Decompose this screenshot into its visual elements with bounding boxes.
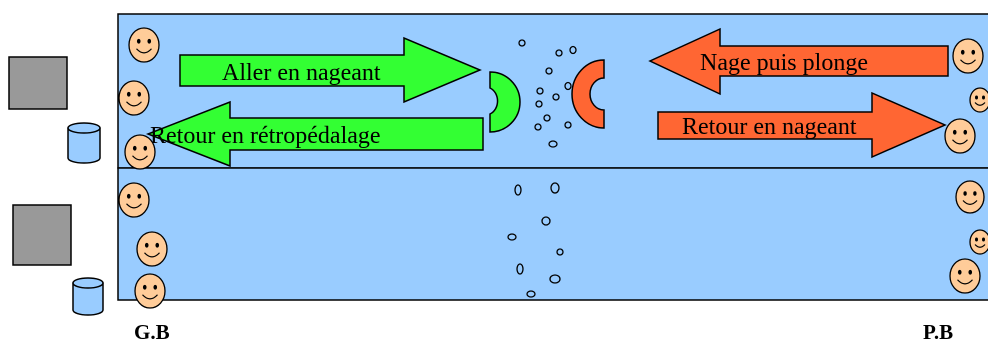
bubble-icon <box>534 123 542 131</box>
arrow-retour-nage-label: Retour en nageant <box>682 114 857 140</box>
smiley-face-icon <box>949 258 981 294</box>
crate-icon <box>12 204 72 266</box>
pool-lane-bottom <box>117 167 988 301</box>
smiley-face-icon <box>955 180 985 214</box>
bubble-icon <box>536 87 544 95</box>
bubble-icon <box>543 114 551 122</box>
bubble-icon <box>507 233 517 241</box>
arrow-aller-en-nageant: Aller en nageant <box>179 36 482 104</box>
bucket-icon <box>67 122 101 164</box>
smiley-face-icon <box>128 27 160 63</box>
bubble-icon <box>564 81 572 91</box>
bubble-icon <box>541 216 551 226</box>
bubbles-bottom <box>507 182 564 298</box>
label-pb: P.B <box>923 320 954 344</box>
arrow-nage-puis-plonge: Nage puis plonge <box>648 27 949 96</box>
arrow-retour-en-nageant: Retour en nageant <box>657 91 947 159</box>
bubble-icon <box>545 67 553 75</box>
bubble-icon <box>552 93 560 101</box>
bubble-icon <box>548 140 558 148</box>
bubbles-top <box>518 39 577 148</box>
bubble-icon <box>555 49 563 57</box>
arrow-retour-retro-label: Retour en rétropédalage <box>150 123 381 149</box>
smiley-face-icon <box>944 118 976 154</box>
half-ring-icon <box>571 59 605 129</box>
smiley-face-icon <box>969 87 988 113</box>
smiley-face-icon <box>118 182 150 218</box>
half-ring-icon <box>489 71 521 133</box>
smiley-face-icon <box>136 231 168 267</box>
bucket-icon <box>72 277 104 316</box>
bubble-icon <box>569 45 577 55</box>
bubble-icon <box>550 182 560 194</box>
bubble-icon <box>564 121 572 129</box>
smiley-face-icon <box>118 80 150 116</box>
arrow-retour-retropedalage: Retour en rétropédalage <box>145 100 484 168</box>
bubble-icon <box>535 100 543 108</box>
bubble-icon <box>556 248 564 256</box>
arrow-aller-label: Aller en nageant <box>222 60 381 86</box>
smiley-face-icon <box>969 229 988 255</box>
bubble-icon <box>516 263 524 275</box>
bubble-icon <box>518 39 526 47</box>
swimmer-faces <box>118 27 988 309</box>
smiley-face-icon <box>124 134 156 170</box>
arrow-nage-plonge-label: Nage puis plonge <box>700 50 868 76</box>
bubble-icon <box>549 274 561 284</box>
label-gb: G.B <box>134 320 170 344</box>
smiley-face-icon <box>952 38 984 74</box>
bubble-icon <box>526 290 536 298</box>
bubble-icon <box>514 184 522 196</box>
crate-icon <box>8 56 68 110</box>
smiley-face-icon <box>134 273 166 309</box>
